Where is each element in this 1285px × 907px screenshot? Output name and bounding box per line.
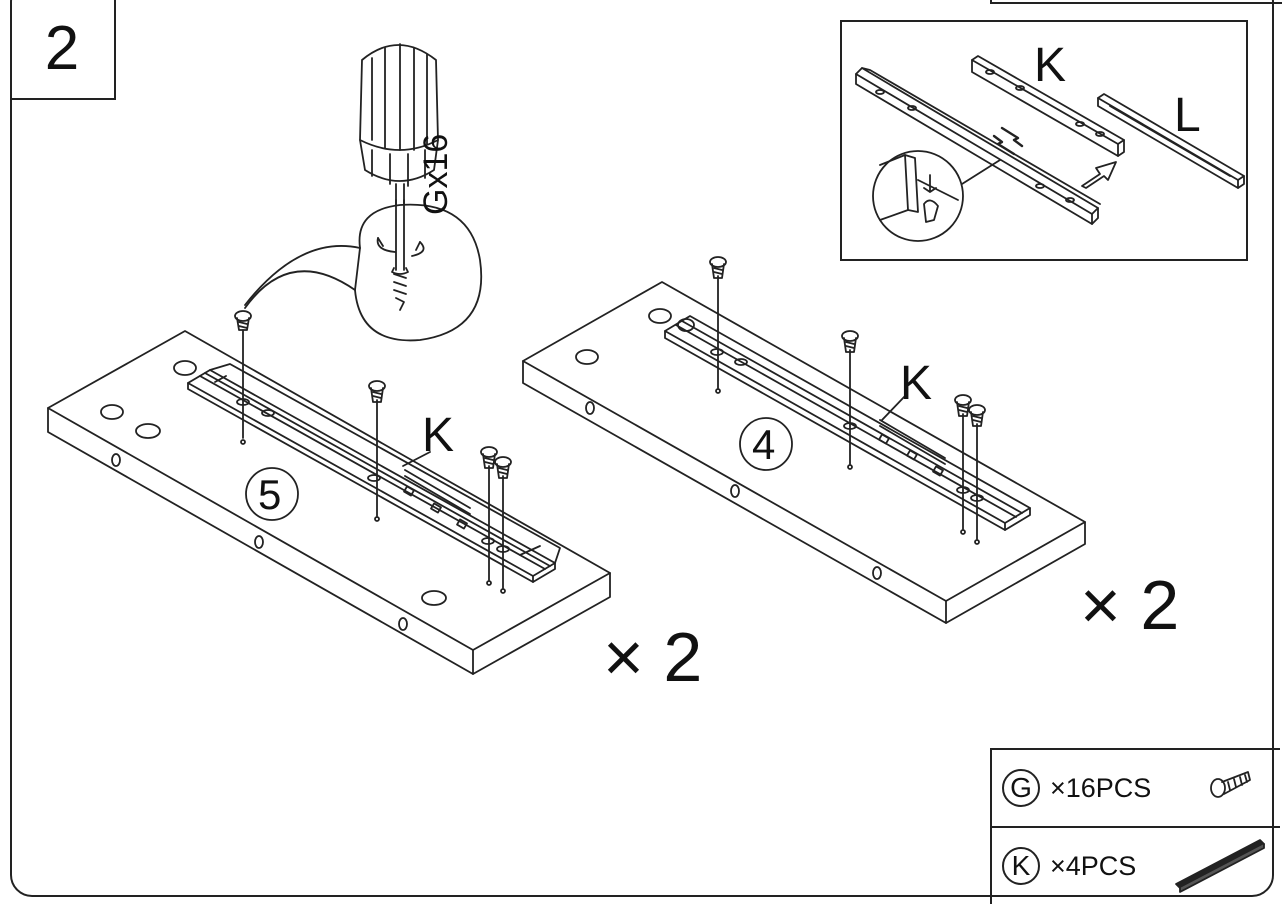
inset-rail-l [1097, 93, 1245, 189]
parts-row-k: K ×4PCS [992, 828, 1280, 904]
inset-rail-cabinet [855, 67, 1101, 225]
panel-5-board [47, 330, 611, 675]
panel-5-rail-label: K [422, 409, 455, 462]
part-letter-g: G [1002, 769, 1040, 807]
inset-release-arrows-icon [992, 126, 1024, 156]
step-number: 2 [44, 14, 80, 83]
panel-4-number: 4 [752, 421, 776, 468]
inset-rail-k [971, 55, 1125, 157]
panel-4-board [522, 281, 1086, 624]
corner-tab [990, 0, 1282, 4]
panel-5-number: 5 [258, 471, 282, 518]
page-frame [10, 0, 1274, 897]
inset-rail-k-label: K [1034, 39, 1067, 92]
part-quantity-g: ×16PCS [1050, 772, 1152, 803]
screw-callout-bubble [244, 199, 483, 342]
step-number-box: 2 [10, 0, 116, 100]
panel-5-number-circle [245, 467, 299, 521]
panel-4-screws [709, 256, 986, 545]
inset-magnifier [872, 150, 1001, 242]
panel-4-number-circle [739, 417, 793, 471]
inset-arrow-icon [1081, 161, 1117, 189]
rail-icon [1175, 839, 1265, 893]
panel-5-screws [234, 310, 512, 594]
inset-rail-l-label: L [1174, 89, 1201, 142]
screw-callout-label: Gx16 [417, 133, 455, 215]
panel-4-rail-label: K [900, 357, 933, 410]
panel-4-multiplier: × 2 [1080, 566, 1180, 644]
panel-5-rail [187, 363, 561, 583]
parts-row-g: G ×16PCS [992, 750, 1280, 828]
screwdriver-icon [359, 43, 439, 266]
detail-inset: K L [840, 20, 1248, 261]
parts-table: G ×16PCS K ×4PCS [990, 748, 1280, 904]
panel-5-multiplier: × 2 [603, 618, 703, 696]
screw-icon [1210, 771, 1251, 798]
part-letter-k: K [1002, 847, 1040, 885]
panel-4-rail [664, 315, 1031, 531]
part-quantity-k: ×4PCS [1050, 850, 1137, 881]
